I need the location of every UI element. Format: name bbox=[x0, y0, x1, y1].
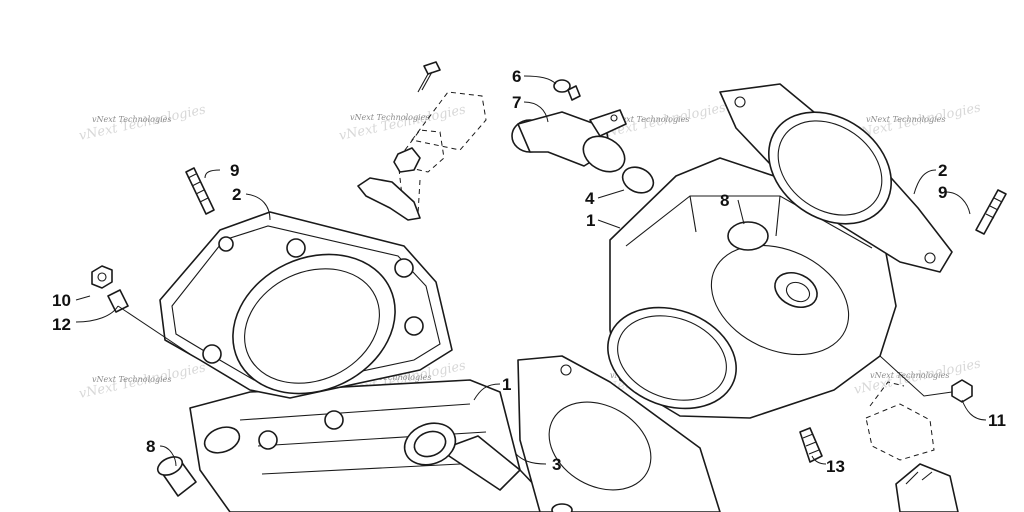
svg-text:vNext Technologies: vNext Technologies bbox=[92, 115, 171, 124]
watermark-5: vNext Technologies vNext Technologies bbox=[78, 360, 208, 402]
callout-right-4: 4 bbox=[585, 189, 595, 208]
callout-right-9: 9 bbox=[938, 183, 947, 202]
oring-left bbox=[551, 503, 573, 512]
svg-text:vNext Technologies: vNext Technologies bbox=[866, 115, 945, 124]
callout-left-3: 3 bbox=[552, 455, 561, 474]
callout-right-11: 11 bbox=[988, 411, 1006, 430]
bore-right bbox=[607, 306, 737, 410]
svg-text:vNext Technologies: vNext Technologies bbox=[338, 102, 468, 144]
left-assembly bbox=[75, 61, 721, 512]
stud-13-right bbox=[799, 427, 823, 463]
nut-right bbox=[951, 379, 973, 403]
callouts-right: 6 7 4 1 8 2 9 11 13 bbox=[512, 67, 1006, 476]
callout-left-8: 8 bbox=[146, 437, 155, 456]
dashed-tensioner-right bbox=[865, 381, 959, 512]
callout-left-12: 12 bbox=[52, 315, 71, 334]
callout-right-1: 1 bbox=[586, 211, 595, 230]
watermark-4: vNext Technologies vNext Technologies bbox=[853, 100, 983, 142]
watermark-1: vNext Technologies vNext Technologies bbox=[78, 102, 208, 144]
dowel-left bbox=[156, 456, 197, 497]
stud-right bbox=[975, 189, 1007, 235]
central-port-right bbox=[774, 271, 818, 309]
right-assembly bbox=[511, 75, 1007, 512]
head-gasket-left bbox=[159, 211, 453, 450]
callout-left-1: 1 bbox=[502, 375, 511, 394]
oring-right bbox=[621, 166, 655, 194]
screw-right bbox=[553, 79, 581, 101]
callout-right-7: 7 bbox=[512, 93, 521, 112]
callouts-left: 9 2 10 12 1 8 3 bbox=[52, 161, 561, 474]
dashed-tensioner-left bbox=[393, 61, 487, 215]
callout-right-8: 8 bbox=[720, 191, 729, 210]
svg-text:vNext Technologies: vNext Technologies bbox=[92, 375, 171, 384]
svg-text:vNext Technologies: vNext Technologies bbox=[610, 115, 689, 124]
stud-left bbox=[185, 167, 215, 215]
tensioner-gasket-left bbox=[357, 177, 421, 221]
svg-text:vNext Technologies: vNext Technologies bbox=[350, 113, 429, 122]
callout-right-6: 6 bbox=[512, 67, 521, 86]
watermark-2: vNext Technologies vNext Technologies bbox=[338, 102, 468, 144]
dowel-right bbox=[727, 221, 769, 251]
nut-and-washer-left bbox=[91, 265, 129, 313]
cylinder-body-left bbox=[189, 379, 561, 512]
callout-left-9: 9 bbox=[230, 161, 239, 180]
coolant-elbow-right bbox=[511, 109, 627, 173]
dowel-port-left bbox=[203, 426, 241, 454]
base-gasket-left bbox=[517, 355, 721, 512]
callout-right-13: 13 bbox=[826, 457, 845, 476]
head-gasket-right bbox=[719, 83, 953, 273]
callout-left-10: 10 bbox=[52, 291, 71, 310]
callout-right-2: 2 bbox=[938, 161, 947, 180]
svg-text:vNext Technologies: vNext Technologies bbox=[352, 373, 431, 382]
callout-left-2: 2 bbox=[232, 185, 241, 204]
tensioner-port-left bbox=[403, 422, 457, 466]
svg-text:vNext Technologies: vNext Technologies bbox=[870, 371, 949, 380]
